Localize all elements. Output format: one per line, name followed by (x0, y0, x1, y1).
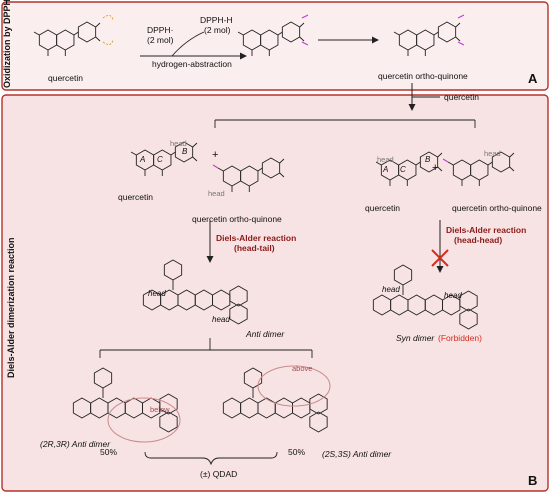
reagent-dpph: DPPH· (147, 25, 174, 35)
panel-a-letter: A (528, 71, 538, 86)
anti-head-label-1: head (148, 289, 166, 298)
enantiomer-rr-label: (2R,3R) Anti dimer (40, 439, 111, 449)
quinone-structure-a1 (238, 14, 309, 56)
quercetin-label-a: quercetin (48, 73, 83, 83)
reaction-head-head-line2: (head-head) (454, 235, 503, 245)
ring-c-label-right: C (400, 165, 406, 174)
below-label: below (150, 405, 170, 414)
arrow-label-hydrogen-abstraction: hydrogen-abstraction (152, 59, 232, 69)
enantiomer-ss-label: (2S,3S) Anti dimer (322, 449, 392, 459)
left-plus: + (212, 149, 219, 161)
quercetin-structure-a (34, 15, 114, 56)
reaction-head-tail-line2: (head-tail) (234, 243, 275, 253)
enantiomer-rr-percent: 50% (100, 447, 118, 457)
connector-quercetin-label: quercetin (444, 92, 479, 102)
quinone-structure-a2 (394, 14, 465, 56)
product-dpph-h: DPPH-H (200, 15, 233, 25)
left-quercetin-label: quercetin (118, 192, 153, 202)
left-quinone-label: quercetin ortho-quinone (192, 214, 282, 224)
product-dpph-h-amount: (2 mol) (204, 25, 231, 35)
enantiomer-ss-percent: 50% (288, 447, 306, 457)
syn-head-label-1: head (382, 285, 400, 294)
ring-b-label-left: B (182, 147, 188, 156)
ring-c-label-left: C (157, 155, 163, 164)
enantiomer-ss-structure (223, 365, 331, 432)
panel-a-frame (1, 1, 549, 91)
head-label-right-1: head (377, 155, 394, 164)
right-plus: + (432, 162, 439, 174)
head-label-right-2: head (484, 149, 501, 158)
quinone-label-a: quercetin ortho-quinone (378, 71, 468, 81)
ring-a-label-left: A (140, 155, 146, 164)
qdad-label: (±) QDAD (200, 469, 238, 479)
arrow-curl (171, 31, 205, 57)
above-label: above (292, 364, 313, 373)
syn-forbidden-label: (Forbidden) (438, 333, 482, 343)
right-quinone-label: quercetin ortho-quinone (452, 203, 542, 213)
panel-a-side-title: Oxidization by DPPH· (2, 0, 12, 88)
racemate-brace (144, 451, 278, 466)
panel-b-letter: B (528, 473, 538, 488)
right-quinone-structure (442, 152, 514, 186)
enantiomer-rr-structure (73, 368, 181, 443)
right-quercetin-label: quercetin (365, 203, 400, 213)
ring-a-label-right: A (383, 165, 389, 174)
panel-b-frame (1, 94, 549, 492)
reagent-dpph-amount: (2 mol) (147, 35, 174, 45)
ring-b-label-right: B (425, 155, 431, 164)
head-label-left-1: head (170, 139, 187, 148)
left-quinone-structure (212, 158, 284, 192)
anti-head-label-2: head (212, 315, 230, 324)
panel-b-side-title: Diels-Alder dimerization reaction (6, 237, 16, 378)
reaction-head-tail-line1: Diels-Alder reaction (216, 233, 297, 243)
head-label-left-2: head (208, 189, 225, 198)
syn-head-label-2: head (444, 291, 462, 300)
forbidden-cross-b (431, 249, 449, 267)
syn-dimer-label: Syn dimer (396, 333, 435, 343)
anti-dimer-label: Anti dimer (246, 329, 285, 339)
reaction-head-head-line1: Diels-Alder reaction (446, 225, 527, 235)
